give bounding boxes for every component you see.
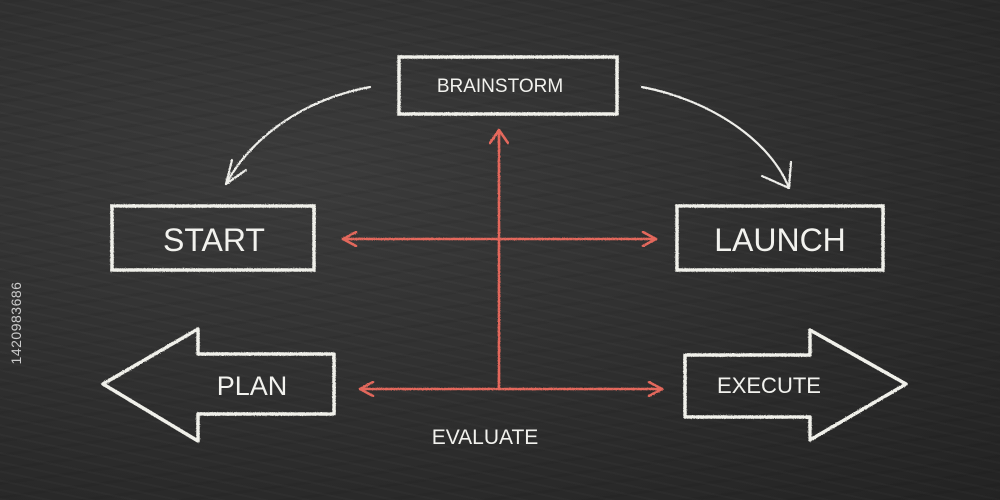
start-box [110,204,316,272]
curve-arrow-brainstorm-to-launch [640,85,793,190]
red-horizontal-arrow-lower [358,380,664,398]
start-label: START [163,222,265,258]
execute-label: EXECUTE [717,373,821,398]
plan-arrow-shape [101,327,336,443]
start-node: START [110,204,316,272]
brainstorm-label: BRAINSTORM [437,76,563,97]
red-vertical-arrow [488,128,510,391]
stock-id-text: 1420983686 [8,281,24,365]
evaluate-label: EVALUATE [432,426,539,449]
red-horizontal-arrow-upper [341,230,658,248]
launch-label: LAUNCH [714,222,846,258]
brainstorm-node: BRAINSTORM [397,55,619,116]
launch-box [675,204,885,272]
brainstorm-box [397,55,619,116]
plan-label: PLAN [217,371,288,401]
execute-arrow-shape [683,328,908,442]
launch-node: LAUNCH [675,204,885,272]
execute-node: EXECUTE [683,328,908,442]
plan-node: PLAN [101,327,336,443]
stock-id-watermark: 1420983686 [6,248,26,398]
curve-arrow-brainstorm-to-start [224,85,372,186]
